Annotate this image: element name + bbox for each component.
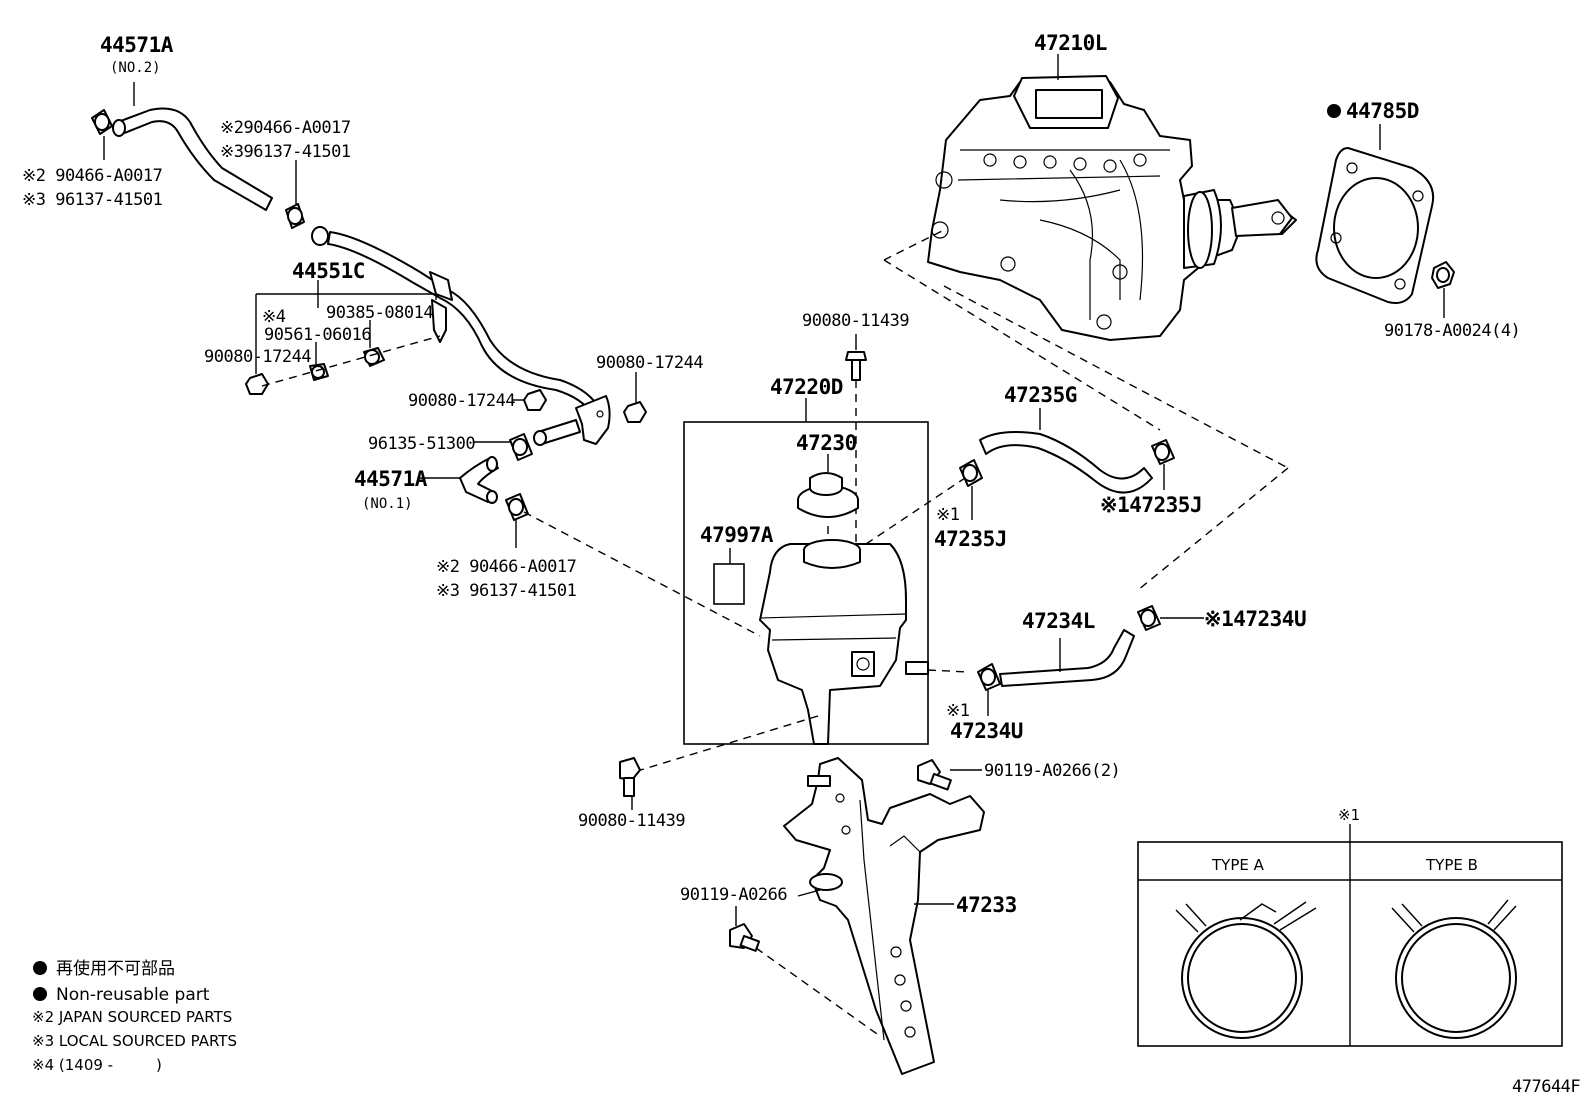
nut-icon [523, 389, 547, 411]
table-mark: ※1 [1338, 806, 1360, 824]
label-90178: 90178-A0024(4) [1384, 321, 1520, 341]
label-47234u-right: ※147234U [1204, 607, 1306, 631]
label-clamp-c-1: ※2 90466-A0017 [436, 557, 576, 577]
label-clamp-b-2: ※396137-41501 [220, 142, 351, 162]
hose-44571a-no1[interactable] [459, 456, 499, 504]
label-90080-11439-top: 90080-11439 [802, 311, 909, 331]
label-90119-2: 90119-A0266(2) [984, 761, 1120, 781]
gasket-44785d[interactable] [1315, 147, 1434, 304]
clamp-icon [285, 203, 305, 229]
label-47230: 47230 [796, 431, 857, 455]
label-clamp-c-2: ※3 96137-41501 [436, 581, 577, 601]
label-47234l: 47234L [1022, 609, 1095, 633]
label-note4: ※4 [262, 307, 286, 327]
hose-47235g[interactable] [979, 431, 1153, 494]
clamp-icon [505, 493, 529, 521]
legend-line-2: Non-reusable part [56, 985, 210, 1005]
label-44551c: 44551C [292, 259, 365, 283]
bolt-icon [917, 759, 952, 791]
label-90080-17244-a: 90080-17244 [204, 347, 311, 367]
clamp-type-table [1137, 824, 1563, 1047]
bracket-47233[interactable] [783, 757, 985, 1075]
clamp-icon [977, 663, 1001, 691]
table-type-b: TYPE B [1425, 856, 1478, 874]
label-90119: 90119-A0266 [680, 885, 787, 905]
legend-line-4: ※3 LOCAL SOURCED PARTS [32, 1032, 237, 1050]
bolt-icon [729, 923, 761, 952]
label-47235g: 47235G [1004, 383, 1077, 407]
hose-44571a-no2[interactable] [112, 107, 273, 211]
reservoir-tank[interactable] [759, 539, 929, 745]
label-47234u-left-mark: ※1 [946, 701, 970, 721]
collar-icon [309, 363, 329, 381]
label-96135: 96135-51300 [368, 434, 475, 454]
grommet-icon [363, 347, 385, 367]
label-90561: 90561-06016 [264, 325, 371, 345]
label-90080-11439-bot: 90080-11439 [578, 811, 685, 831]
bolt-icon [619, 757, 641, 797]
fitting-icon [533, 419, 581, 446]
hose-47234l[interactable] [999, 629, 1135, 687]
nut-icon [623, 401, 647, 423]
label-47235j-left: 47235J [934, 527, 1007, 551]
label-47220d: 47220D [770, 375, 843, 399]
table-type-a: TYPE A [1211, 856, 1265, 874]
label-90080-17244-b: 90080-17244 [596, 353, 703, 373]
figure-id: 477644F [1512, 1077, 1580, 1097]
label-44571a-no1-sub: (NO.1) [362, 496, 413, 512]
nut-icon [1431, 261, 1455, 289]
label-47997a: 47997A [700, 523, 774, 547]
brake-actuator-47210l[interactable] [927, 75, 1297, 341]
clamp-icon [91, 109, 113, 135]
reservoir-cap-47230[interactable] [797, 472, 859, 518]
label-clamp-a-1: ※2 90466-A0017 [22, 166, 162, 186]
label-47235j-right: ※147235J [1100, 493, 1202, 517]
clamp-icon [509, 433, 533, 461]
clamp-type-b-icon [1391, 899, 1517, 1039]
label-clamp-b-1: ※290466-A0017 [220, 118, 351, 138]
non-reusable-dot-icon [33, 987, 47, 1001]
label-plate-47997a[interactable] [713, 563, 745, 605]
label-90385: 90385-08014 [326, 303, 433, 323]
clamp-icon [959, 459, 983, 487]
legend-line-5: ※4 (1409 - ) [32, 1056, 162, 1074]
label-47233: 47233 [956, 893, 1017, 917]
nut-icon [245, 373, 269, 395]
label-44571a-no2-sub: (NO.2) [110, 60, 161, 76]
clamp-type-a-icon [1175, 901, 1317, 1039]
label-44571a-no2: 44571A [100, 33, 174, 57]
non-reusable-dot-icon [33, 961, 47, 975]
legend-line-3: ※2 JAPAN SOURCED PARTS [32, 1008, 232, 1026]
clamp-icon [1151, 439, 1175, 465]
legend-line-1: 再使用不可部品 [56, 958, 175, 979]
bolt-icon [845, 351, 867, 381]
label-47235j-left-mark: ※1 [936, 505, 960, 525]
label-47210l: 47210L [1034, 31, 1107, 55]
stud-icon [807, 775, 831, 787]
non-reusable-dot-icon [1327, 104, 1341, 118]
label-clamp-a-2: ※3 96137-41501 [22, 190, 163, 210]
bracket-icon [431, 299, 611, 445]
label-90080-17244-c: 90080-17244 [408, 391, 515, 411]
clamp-icon [1137, 605, 1161, 631]
label-47234u-left: 47234U [950, 719, 1023, 743]
label-44571a-no1: 44571A [354, 467, 428, 491]
label-44785d: 44785D [1346, 99, 1419, 123]
